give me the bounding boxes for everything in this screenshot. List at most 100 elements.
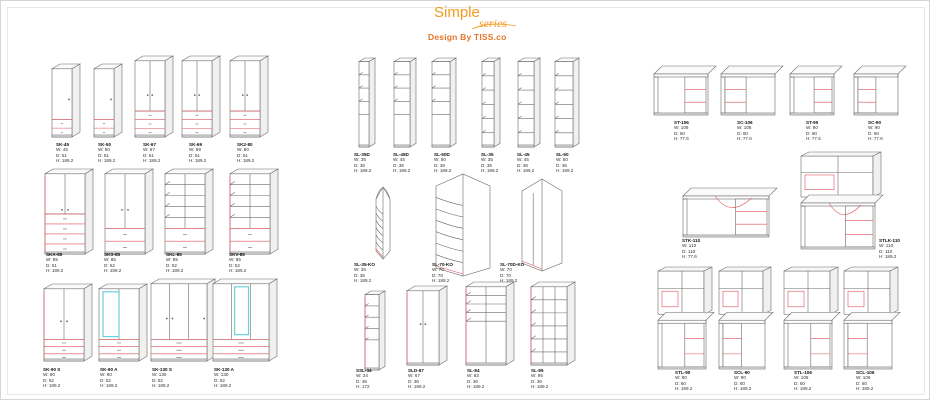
furniture-label-w: W: 90 — [734, 375, 746, 381]
furniture-label-h: H: 189.2 — [531, 383, 549, 389]
furniture-label-h: H: 189.2 — [434, 167, 452, 173]
furniture-label-w: W: 67 — [408, 373, 420, 379]
furniture-label-h: H: 172 — [356, 383, 370, 389]
furniture-label-d: D: 110 — [682, 248, 696, 254]
brand-tagline: Design By TISS.co — [428, 32, 507, 42]
furniture-label-code: SK-50 — [98, 142, 112, 147]
furniture-label-h: H: 189.2 — [467, 383, 485, 389]
furniture-label-d: D: 52 — [214, 377, 225, 383]
furniture-label-w: W: 106 — [737, 125, 752, 131]
furniture-label-h: H: 189.2 — [393, 167, 411, 173]
furniture-label-w: W: 130 — [214, 372, 229, 378]
furniture-label-h: H: 189.2 — [354, 167, 372, 173]
furniture-item-sk-90-s — [42, 283, 94, 363]
brand-subtitle: series — [479, 16, 507, 30]
furniture-item-scl-106 — [842, 265, 902, 370]
furniture-label-d: D: 51 — [143, 152, 154, 158]
furniture-label-d: D: 52 — [166, 262, 177, 268]
furniture-drawing — [357, 57, 377, 148]
furniture-label-h: H: 189.2 — [794, 385, 812, 391]
furniture-item-sk-67 — [133, 55, 175, 139]
furniture-drawing — [718, 266, 774, 370]
furniture-item-sl-50d — [430, 57, 458, 149]
furniture-item-skv-85 — [228, 168, 280, 256]
furniture-item-sl-50 — [553, 57, 581, 149]
furniture-drawing — [516, 57, 542, 148]
furniture-label-code: SKS-85 — [104, 252, 121, 257]
furniture-label-w: W: 69 — [189, 147, 201, 153]
furniture-item-sl-70d-ko — [520, 177, 564, 273]
furniture-label-h: H: 189.2 — [432, 277, 450, 283]
furniture-label-d: D: 52 — [152, 377, 163, 383]
furniture-label-h: H: 189.2 — [104, 267, 122, 273]
furniture-label-h: H: 189.2 — [237, 157, 255, 163]
furniture-label-code: SL-35 — [481, 152, 494, 157]
furniture-label-d: D: 36 — [531, 378, 542, 384]
furniture-label-d: D: 36 — [467, 378, 478, 384]
furniture-label-w: W: 50 — [98, 147, 110, 153]
furniture-label-d: D: 36 — [434, 162, 445, 168]
furniture-drawing — [97, 283, 149, 362]
furniture-drawing — [657, 266, 715, 370]
furniture-item-scl-90 — [717, 265, 775, 370]
brand-swirl-icon — [471, 23, 517, 30]
furniture-item-st-90 — [788, 58, 844, 116]
furniture-label-w: W: 35 — [354, 267, 366, 273]
furniture-drawing — [800, 151, 884, 250]
furniture-label-d: D: 51 — [189, 152, 200, 158]
furniture-label-code: SL-95 — [531, 368, 544, 373]
furniture-label-h: H: 77.6 — [737, 135, 752, 141]
furniture-label-w: W: 70 — [500, 267, 512, 273]
furniture-label-w: W: 90 — [43, 372, 55, 378]
furniture-label-code: SL-50 — [556, 152, 569, 157]
furniture-drawing — [392, 57, 418, 148]
furniture-drawing — [480, 57, 502, 148]
furniture-drawing — [789, 65, 843, 116]
furniture-label-d: D: 60 — [734, 380, 745, 386]
furniture-label-code: SK-130 S — [152, 367, 172, 372]
furniture-drawing — [180, 55, 222, 138]
furniture-item-sl-84 — [464, 281, 516, 367]
furniture-drawing — [464, 281, 516, 366]
furniture-drawing — [843, 266, 901, 370]
furniture-drawing — [375, 186, 391, 260]
furniture-label-h: H: 189.2 — [56, 157, 74, 163]
furniture-label-h: H: 77.6 — [674, 135, 689, 141]
furniture-label-h: H: 189.2 — [189, 157, 207, 163]
furniture-item-stk-110 — [681, 180, 779, 238]
furniture-label-h: H: 189.2 — [556, 167, 574, 173]
furniture-label-h: H: 189.2 — [166, 267, 184, 273]
furniture-label-w: W: 50 — [434, 157, 446, 163]
furniture-drawing — [211, 278, 279, 362]
furniture-label-code: SC-106 — [737, 120, 753, 125]
furniture-item-st-106 — [652, 58, 718, 116]
furniture-label-w: W: 106 — [674, 125, 689, 131]
furniture-label-h: H: 77.6 — [806, 135, 821, 141]
furniture-drawing — [529, 281, 577, 366]
furniture-item-sl-45d — [392, 57, 418, 149]
furniture-label-d: D: 110 — [879, 248, 893, 254]
furniture-item-sl-45 — [516, 57, 542, 149]
furniture-drawing — [682, 187, 778, 238]
furniture-label-w: W: 85 — [104, 257, 116, 263]
furniture-drawing — [405, 285, 449, 366]
furniture-label-code: SL-70D-KO — [500, 262, 525, 267]
furniture-label-h: H: 189.2 — [481, 167, 499, 173]
furniture-item-stl-90 — [656, 265, 716, 370]
furniture-label-d: D: 60 — [806, 130, 817, 136]
furniture-label-h: H: 189.2 — [98, 157, 116, 163]
